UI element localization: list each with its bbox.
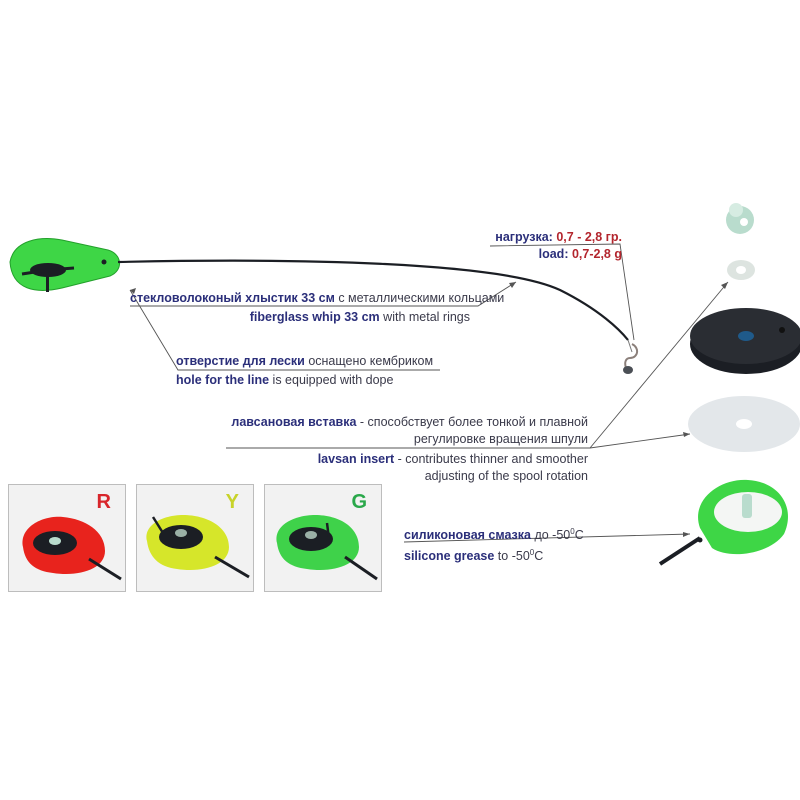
variant-yellow: Y [136, 484, 254, 592]
variant-letter: R [96, 491, 111, 513]
hole-label: отверстие для лески оснащено кембриком h… [176, 353, 433, 389]
load-en-bold: load: [538, 247, 569, 261]
washer-top [726, 203, 754, 234]
load-en-value: 0,7-2,8 g [571, 247, 622, 261]
grease-ru-unit: C [574, 528, 584, 543]
hole-en-rest: is equipped with dope [269, 373, 394, 387]
reel-body [658, 479, 788, 566]
grease-en-degree: 0 [529, 548, 535, 558]
lavsan-ru-bold: лавсановая вставка [231, 415, 357, 429]
hole-ru-bold: отверстие для лески [176, 354, 305, 368]
leader-lines [129, 243, 729, 543]
load-ru-value: 0,7 - 2,8 гр. [556, 230, 622, 244]
lavsan-ru-rest1: - способствует более тонкой и плавной [356, 415, 588, 429]
grease-ru-rest: до -50 [530, 528, 571, 543]
whip-en-bold: fiberglass whip 33 cm [249, 310, 380, 324]
grease-en-bold: silicone grease [404, 549, 495, 564]
reel-red-icon [22, 516, 122, 581]
lavsan-disc [688, 396, 800, 452]
whip-ru-bold: стекловолоконый хлыстик 33 см [130, 291, 335, 305]
whip-ru-rest: с металлическими кольцами [334, 291, 505, 305]
hole-ru-rest: оснащено кембриком [304, 354, 434, 368]
lavsan-en-rest2: adjusting of the spool rotation [424, 469, 588, 483]
variant-letter: Y [225, 491, 239, 513]
grease-ru-bold: силиконовая смазка [404, 528, 531, 543]
rod-handle [9, 238, 120, 292]
lavsan-label: лавсановая вставка - способствует более … [222, 414, 588, 485]
washer-ring [727, 260, 755, 280]
whip-en-rest: with metal rings [379, 310, 470, 324]
grease-label: силиконовая смазка до -500C silicone gre… [404, 523, 584, 565]
fishing-line [627, 339, 633, 353]
jig-lure [623, 343, 638, 374]
lavsan-en-bold: lavsan insert [317, 452, 395, 466]
grease-en-unit: C [534, 549, 544, 564]
grease-ru-degree: 0 [570, 527, 575, 536]
load-ru-bold: нагрузка: [495, 230, 553, 244]
load-label: нагрузка: 0,7 - 2,8 гр. load: 0,7-2,8 g [478, 229, 622, 263]
whip-label: стекловолоконый хлыстик 33 см с металлич… [130, 290, 504, 326]
variant-letter: G [351, 491, 367, 513]
whip-line [117, 259, 629, 341]
lavsan-en-rest1: - contributes thinner and smoother [394, 452, 588, 466]
lavsan-ru-rest2: регулировке вращения шпули [413, 432, 588, 446]
hole-en-bold: hole for the line [176, 373, 270, 387]
leader-arrowheads [130, 282, 728, 537]
reel-green-icon [276, 515, 378, 581]
variant-red: R [8, 484, 126, 592]
variant-green: G [264, 484, 382, 592]
grease-en-rest: to -50 [494, 549, 530, 564]
reel-yellow-icon [146, 515, 250, 579]
spool [690, 308, 800, 374]
